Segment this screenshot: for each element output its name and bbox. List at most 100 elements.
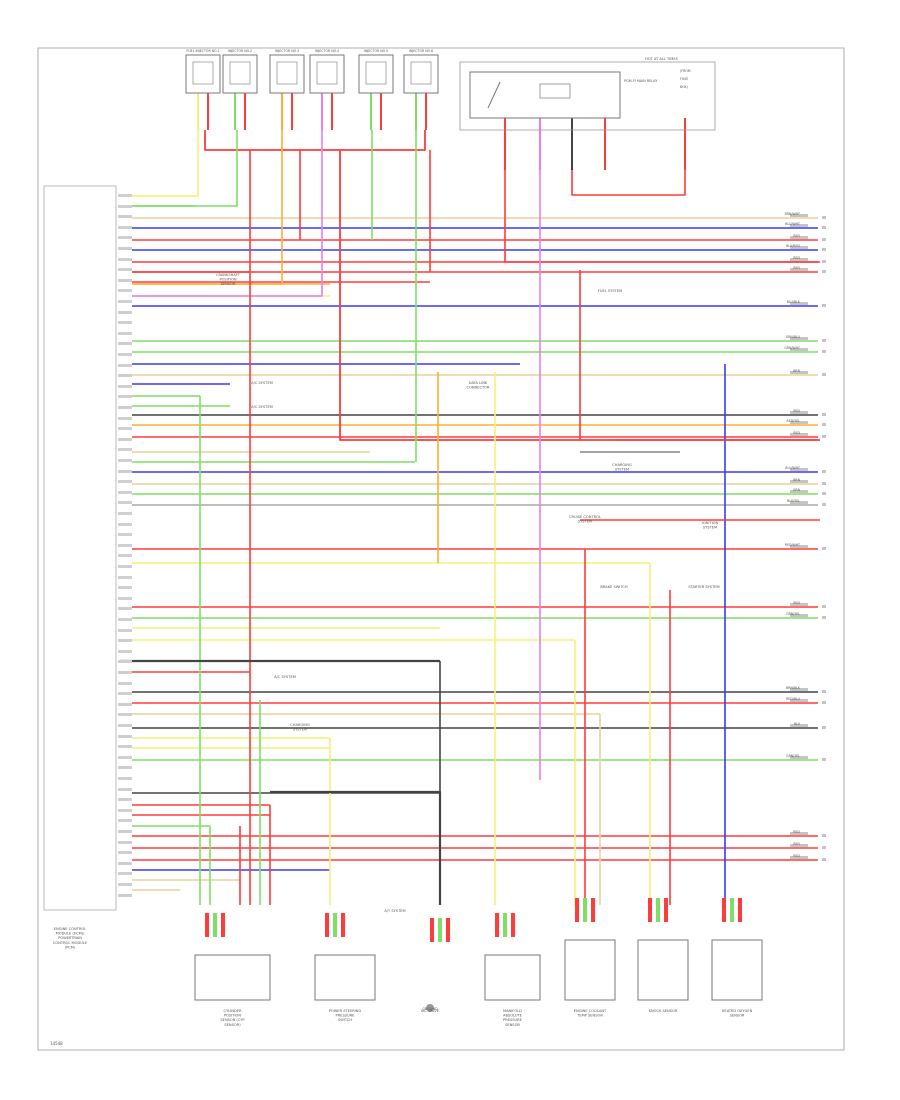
harness-wire-color: RED: [793, 842, 800, 846]
callout-note: FUEL SYSTEM: [598, 289, 622, 293]
harness-wire-color: BLK/YEL: [787, 499, 800, 503]
harness-color-code: [790, 480, 808, 483]
harness-terminal: [822, 248, 826, 251]
component-terminal: [325, 913, 329, 937]
harness-color-code: [790, 411, 808, 414]
ecm-pin-label: [118, 629, 132, 632]
ecm-pin-label: [118, 194, 132, 197]
component-terminal: [738, 898, 742, 922]
harness-terminal: [822, 470, 826, 473]
harness-wire-color: BLU/BLK: [787, 300, 801, 304]
component-terminal: [656, 898, 660, 922]
component-body: [711, 939, 763, 1001]
harness-color-code: [790, 371, 808, 374]
harness-color-code: [790, 224, 808, 227]
component-body: [564, 939, 616, 1001]
harness-terminal: [822, 413, 826, 416]
ecm-pin-label: [118, 523, 132, 526]
harness-wire-color: BLU/WHT: [785, 466, 800, 470]
harness-terminal: [822, 350, 826, 353]
relay-wire: [504, 170, 820, 263]
injector-label: INJECTOR NO.3: [275, 49, 299, 53]
component-terminal: [583, 898, 587, 922]
ecm-pin-label: [118, 258, 132, 261]
ecm-pin-label: [118, 713, 132, 716]
ecm-pin-label: [118, 491, 132, 494]
component-body: [194, 954, 271, 1001]
harness-color-code: [790, 688, 808, 691]
harness-terminal: [822, 701, 826, 704]
callout-note: A/C SYSTEM: [251, 405, 273, 409]
harness-color-code: [790, 337, 808, 340]
callout-note: A/C SYSTEM: [251, 381, 273, 385]
harness-color-code: [790, 856, 808, 859]
injector-coil: [276, 61, 298, 85]
component-terminal: [446, 918, 450, 942]
ecm-pin-label: [118, 851, 132, 854]
harness-color-code: [790, 614, 808, 617]
ecm-pin-label: [118, 512, 132, 515]
harness-terminal: [822, 423, 826, 426]
ecm-pin-label: [118, 236, 132, 239]
ecm-pin-label: [118, 300, 132, 303]
injector-wire: [132, 130, 283, 285]
component-terminal: [495, 913, 499, 937]
ecm-pin-label: [118, 289, 132, 292]
ecm-pin-label: [118, 268, 132, 271]
relay-coil: [539, 83, 571, 99]
component-body: [314, 954, 376, 1001]
injector-label: FUEL INJECTOR NO.1: [187, 49, 220, 53]
harness-terminal: [822, 226, 826, 229]
component-terminal: [438, 918, 442, 942]
harness-terminal: [822, 492, 826, 495]
injector-connector: [269, 54, 305, 94]
harness-terminal: [822, 216, 826, 219]
harness-color-code: [790, 501, 808, 504]
component-terminal: [648, 898, 652, 922]
harness-color-code: [790, 468, 808, 471]
harness-color-code: [790, 844, 808, 847]
harness-color-code: [790, 603, 808, 606]
blocks: [185, 54, 763, 1012]
harness-terminal: [822, 238, 826, 241]
component-terminal: [333, 913, 337, 937]
ecm-pin-label: [118, 226, 132, 229]
ecm-pin-label: [118, 777, 132, 780]
harness-terminal: [822, 304, 826, 307]
harness-wire-color: BLU: [794, 722, 801, 726]
injector-wire: [132, 130, 323, 297]
ecm-pin-label: [118, 459, 132, 462]
harness-wire-color: GRN/BLU: [786, 335, 801, 339]
ecm-pin-label: [118, 597, 132, 600]
ecm-pin-label: [118, 830, 132, 833]
ecm-pin-label: [118, 427, 132, 430]
harness-wire-color: RED: [793, 266, 800, 270]
relay-note: BOX): [680, 85, 688, 89]
harness-wire-color: BRN/WHT: [785, 212, 800, 216]
ecm-pin-label: [118, 650, 132, 653]
harness-wire-color: RED: [793, 256, 800, 260]
ecm-pin-label: [118, 448, 132, 451]
ecm-pin-label: [118, 247, 132, 250]
ecm-pin-label: [118, 809, 132, 812]
ground-wire: [270, 790, 442, 905]
injector-wire: [132, 130, 199, 197]
harness-wire-color: RED: [793, 431, 800, 435]
harness-color-code: [790, 490, 808, 493]
relay-frame: [459, 61, 716, 131]
harness-wire-color: GRN/WHT: [784, 346, 800, 350]
relay-switch: [487, 81, 501, 109]
harness-wire-color: RED: [793, 830, 800, 834]
ecm-pin-label: [118, 470, 132, 473]
diagram-frame: [37, 47, 845, 1051]
ecm-pin-label: [118, 798, 132, 801]
component-body: [484, 954, 541, 1001]
harness-wire-color: BRN/BLK: [786, 686, 801, 690]
harness-color-code: [790, 214, 808, 217]
ecm-pin-label: [118, 353, 132, 356]
ecm-pin-label: [118, 215, 132, 218]
injector-wire: [132, 130, 238, 207]
